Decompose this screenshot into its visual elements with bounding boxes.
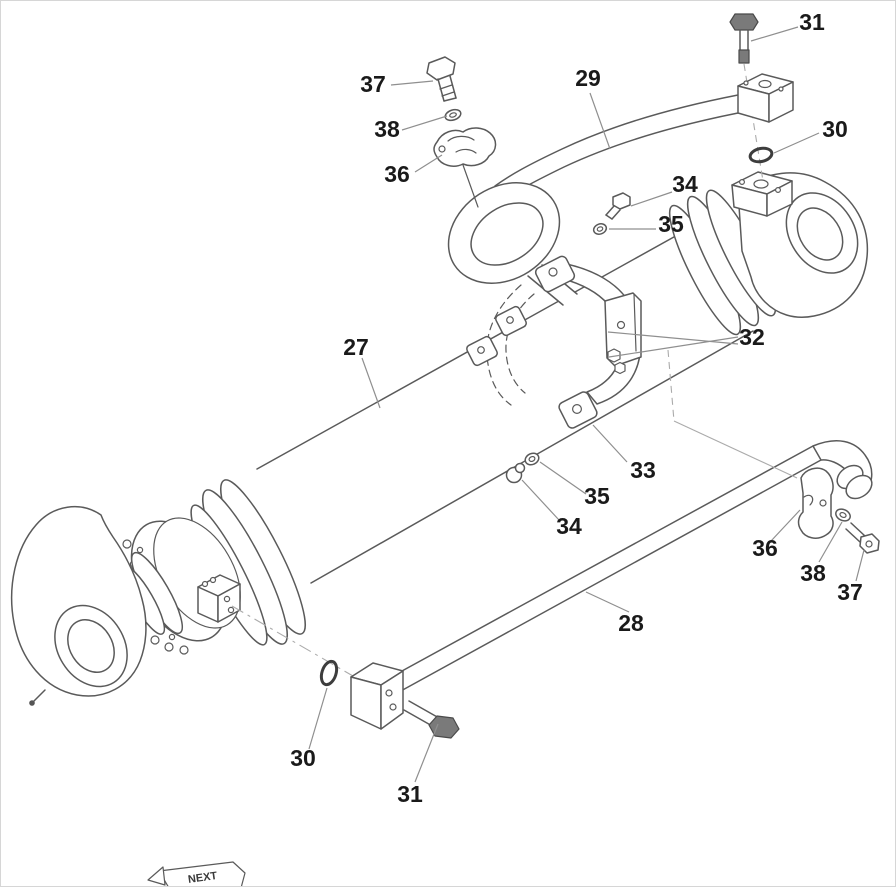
callout-37-right: 37: [837, 579, 863, 605]
callout-37-left: 37: [360, 71, 386, 97]
arrow-icon: [147, 866, 166, 886]
cap-port-block: [731, 171, 793, 217]
callout-35-upper: 35: [658, 211, 684, 237]
callout-30-bottom: 30: [290, 745, 316, 771]
part-mid-hardware: [505, 192, 631, 484]
callout-labels: 31 37 29 38 30 36 34 35 27 32 33 35 34 3…: [290, 9, 863, 807]
grease-pin: [29, 700, 35, 706]
callout-38-left: 38: [374, 116, 400, 142]
callout-38-right: 38: [800, 560, 826, 586]
callout-31-top: 31: [799, 9, 825, 35]
next-page-tag: NEXT: [147, 861, 246, 886]
callout-34-upper: 34: [672, 171, 698, 197]
next-tag-label: NEXT: [187, 870, 218, 886]
rod-end-port-block: [197, 574, 241, 623]
callout-35-lower: 35: [584, 483, 610, 509]
part-clamp-assembly: [466, 255, 642, 429]
oring-bottom: [319, 659, 339, 687]
part-left-clamp-hardware: [426, 56, 497, 208]
part-right-clamp-hardware: [667, 349, 880, 554]
callout-30-top: 30: [822, 116, 848, 142]
part-pipe-lower-28: [387, 440, 873, 693]
callout-27: 27: [343, 334, 369, 360]
leader-lines: [308, 26, 865, 783]
callout-34-lower: 34: [556, 513, 582, 539]
oring-top: [748, 146, 774, 164]
callout-31-bottom: 31: [397, 781, 423, 807]
part-bottom-fitting: [231, 605, 460, 739]
part-cap-end: [731, 171, 869, 318]
part-rod-end-assembly: [10, 479, 306, 706]
callout-36-left: 36: [384, 161, 410, 187]
callout-32: 32: [739, 324, 765, 350]
callout-33: 33: [630, 457, 656, 483]
callout-28: 28: [618, 610, 644, 636]
callout-36-right: 36: [752, 535, 778, 561]
part-top-fitting: [729, 13, 794, 182]
callout-29: 29: [575, 65, 601, 91]
